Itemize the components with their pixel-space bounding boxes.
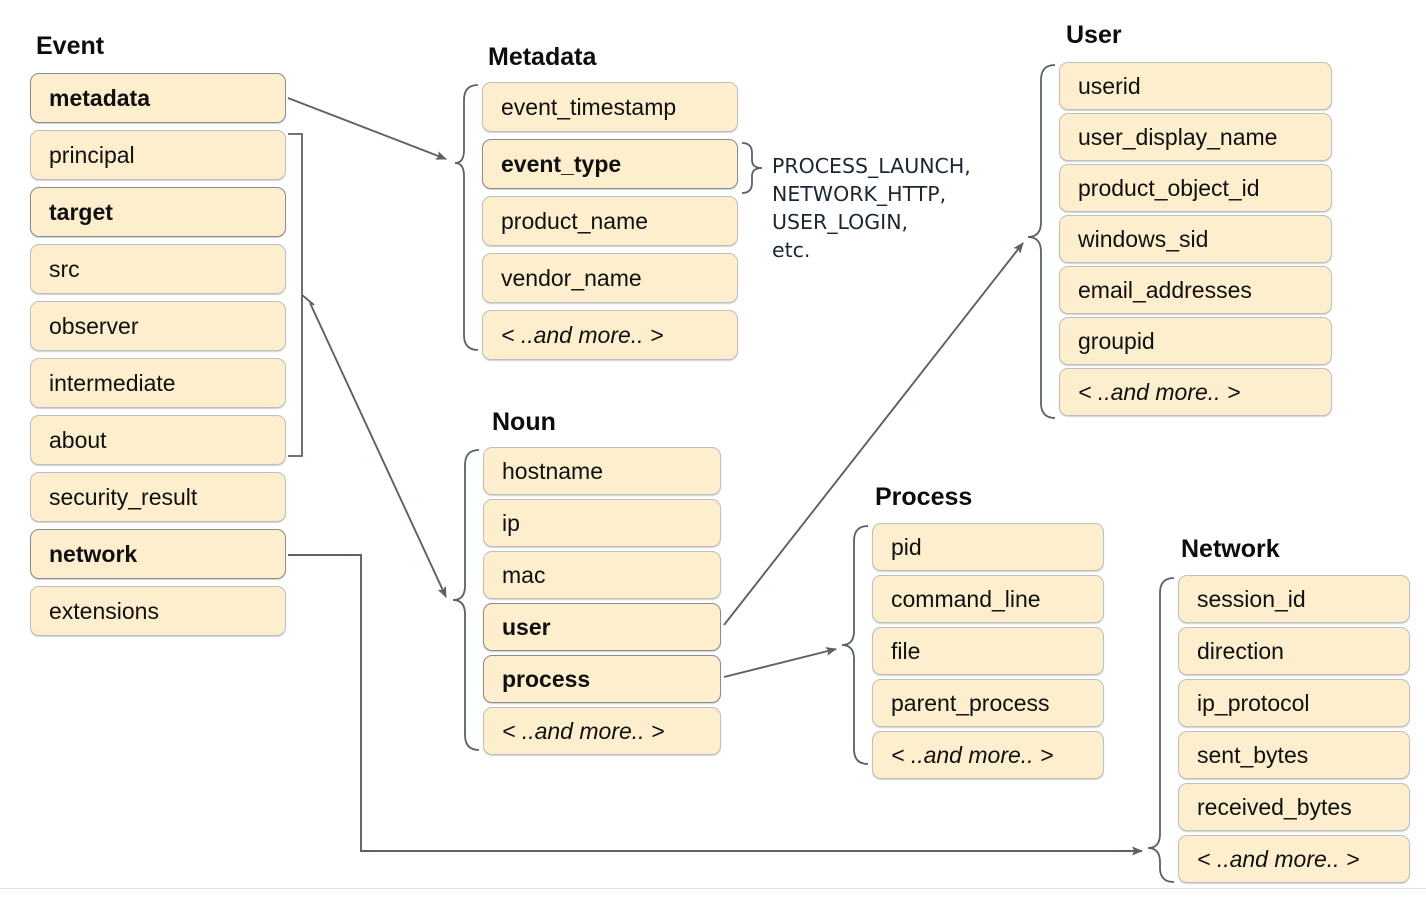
annotation-event-type-values: PROCESS_LAUNCH, NETWORK_HTTP, USER_LOGIN,e…: [772, 152, 971, 264]
field-process-andmore[interactable]: < ..and more.. >: [872, 731, 1104, 779]
field-event-principal[interactable]: principal: [30, 130, 286, 180]
field-event-security_result[interactable]: security_result: [30, 472, 286, 522]
annotation-line: NETWORK_HTTP,: [772, 182, 947, 206]
group-title-user: User: [1066, 21, 1122, 49]
field-user-windows_sid[interactable]: windows_sid: [1059, 215, 1332, 263]
annotation-line: PROCESS_LAUNCH,: [772, 154, 971, 178]
field-user-user_display_name[interactable]: user_display_name: [1059, 113, 1332, 161]
field-event-about[interactable]: about: [30, 415, 286, 465]
bottom-divider: [0, 888, 1426, 889]
field-noun-ip[interactable]: ip: [483, 499, 721, 547]
field-noun-process[interactable]: process: [483, 655, 721, 703]
field-network-session_id[interactable]: session_id: [1178, 575, 1410, 623]
field-network-andmore[interactable]: < ..and more.. >: [1178, 835, 1410, 883]
brace-noun: [452, 449, 480, 751]
group-title-process: Process: [875, 483, 973, 511]
field-noun-andmore[interactable]: < ..and more.. >: [483, 707, 721, 755]
annotation-line: USER_LOGIN,: [772, 210, 909, 234]
brace-network: [1147, 577, 1175, 883]
field-event-metadata[interactable]: metadata: [30, 73, 286, 123]
group-title-event: Event: [36, 32, 105, 60]
field-event-src[interactable]: src: [30, 244, 286, 294]
field-event-observer[interactable]: observer: [30, 301, 286, 351]
brace-process: [841, 525, 869, 765]
group-title-network: Network: [1181, 535, 1280, 563]
field-metadata-event_type[interactable]: event_type: [482, 139, 738, 189]
field-noun-hostname[interactable]: hostname: [483, 447, 721, 495]
field-user-andmore[interactable]: < ..and more.. >: [1059, 368, 1332, 416]
group-title-metadata: Metadata: [488, 43, 597, 71]
field-user-userid[interactable]: userid: [1059, 62, 1332, 110]
field-user-groupid[interactable]: groupid: [1059, 317, 1332, 365]
bracket-event-nouns: [288, 133, 315, 457]
field-process-command_line[interactable]: command_line: [872, 575, 1104, 623]
field-user-product_object_id[interactable]: product_object_id: [1059, 164, 1332, 212]
field-metadata-event_timestamp[interactable]: event_timestamp: [482, 82, 738, 132]
field-event-network[interactable]: network: [30, 529, 286, 579]
brace-event-type: [741, 142, 763, 194]
field-event-intermediate[interactable]: intermediate: [30, 358, 286, 408]
group-title-noun: Noun: [492, 408, 556, 436]
field-noun-user[interactable]: user: [483, 603, 721, 651]
field-noun-mac[interactable]: mac: [483, 551, 721, 599]
brace-user: [1027, 64, 1056, 419]
field-network-sent_bytes[interactable]: sent_bytes: [1178, 731, 1410, 779]
field-metadata-product_name[interactable]: product_name: [482, 196, 738, 246]
field-network-ip_protocol[interactable]: ip_protocol: [1178, 679, 1410, 727]
field-event-extensions[interactable]: extensions: [30, 586, 286, 636]
field-metadata-vendor_name[interactable]: vendor_name: [482, 253, 738, 303]
field-event-target[interactable]: target: [30, 187, 286, 237]
edge-event-nouns-to-noun-group: [309, 302, 447, 598]
field-process-parent_process[interactable]: parent_process: [872, 679, 1104, 727]
field-user-email_addresses[interactable]: email_addresses: [1059, 266, 1332, 314]
field-network-direction[interactable]: direction: [1178, 627, 1410, 675]
annotation-line: etc.: [772, 238, 811, 262]
edge-noun-process-to-process-group: [723, 647, 837, 678]
brace-metadata: [454, 84, 479, 351]
field-metadata-andmore[interactable]: < ..and more.. >: [482, 310, 738, 360]
edge-metadata-to-metadata-group: [287, 97, 447, 160]
field-network-received_bytes[interactable]: received_bytes: [1178, 783, 1410, 831]
field-process-file[interactable]: file: [872, 627, 1104, 675]
field-process-pid[interactable]: pid: [872, 523, 1104, 571]
